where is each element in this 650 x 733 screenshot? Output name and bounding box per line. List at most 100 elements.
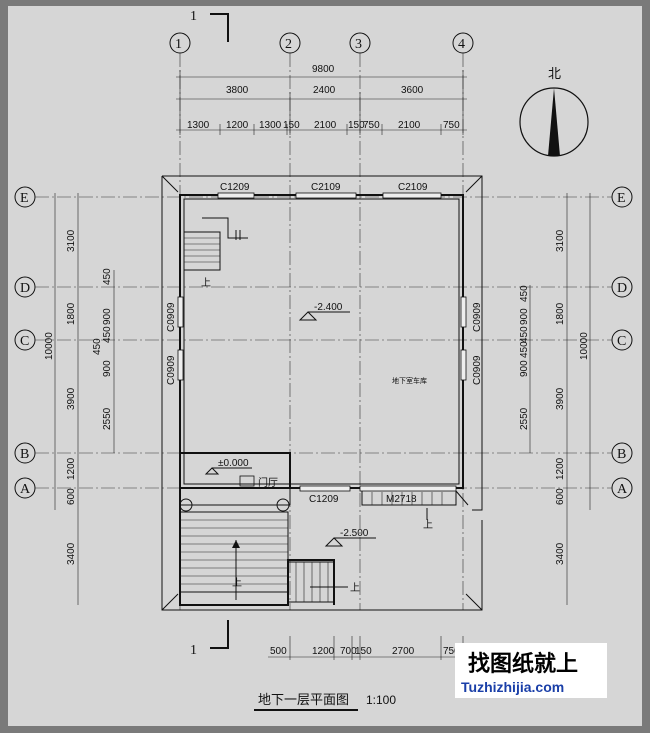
svg-text:A: A xyxy=(617,482,628,497)
section-mark-bottom: 1 xyxy=(190,643,197,658)
svg-text:750: 750 xyxy=(443,646,460,657)
svg-text:4: 4 xyxy=(458,37,465,52)
svg-text:450: 450 xyxy=(519,326,530,343)
svg-text:E: E xyxy=(20,191,29,206)
svg-text:500: 500 xyxy=(270,646,287,657)
svg-text:3400: 3400 xyxy=(66,542,77,565)
exterior-stair: 上 上 xyxy=(179,511,360,603)
svg-text:3100: 3100 xyxy=(66,229,77,252)
svg-text:750: 750 xyxy=(443,120,460,131)
svg-text:1300: 1300 xyxy=(187,120,210,131)
svg-text:2700: 2700 xyxy=(392,646,415,657)
site-logo: 找图纸就上 Tuzhizhijia.com xyxy=(455,643,607,698)
svg-text:9800: 9800 xyxy=(312,64,335,75)
window-top-2: C2109 xyxy=(295,182,357,199)
svg-text:450: 450 xyxy=(92,338,103,355)
svg-text:D: D xyxy=(20,281,30,296)
svg-text:2: 2 xyxy=(285,37,292,52)
svg-text:1:100: 1:100 xyxy=(366,693,396,707)
svg-text:1: 1 xyxy=(175,37,182,52)
svg-text:3800: 3800 xyxy=(226,85,249,96)
svg-text:1200: 1200 xyxy=(66,457,77,480)
svg-text:-2.500: -2.500 xyxy=(340,528,369,539)
svg-text:2550: 2550 xyxy=(102,407,113,430)
left-dimensions: 10000 3100 1800 3900 1200 600 3400 450 9… xyxy=(44,193,115,605)
svg-text:1200: 1200 xyxy=(226,120,249,131)
svg-text:北: 北 xyxy=(548,67,561,82)
svg-text:上: 上 xyxy=(201,277,211,289)
section-mark-bottom-line xyxy=(210,620,229,649)
svg-text:700: 700 xyxy=(340,646,357,657)
svg-text:2100: 2100 xyxy=(398,120,421,131)
svg-text:900: 900 xyxy=(519,360,530,377)
svg-text:900: 900 xyxy=(102,360,113,377)
top-dimensions: 9800 3800 2400 3600 1300 1200 1300 150 2… xyxy=(176,64,467,135)
svg-text:D: D xyxy=(617,281,627,296)
interior-stair: 上 xyxy=(184,217,248,289)
level-garage: -2.400 xyxy=(298,302,350,321)
svg-text:E: E xyxy=(617,191,626,206)
window-right-1: C0909 xyxy=(460,296,483,332)
right-dimensions: 10000 3100 1800 3900 1200 600 3400 450 9… xyxy=(519,193,591,605)
svg-text:3100: 3100 xyxy=(555,229,566,252)
svg-text:C0909: C0909 xyxy=(166,355,177,385)
window-bottom: C1209 xyxy=(299,485,351,505)
garage-door: M2718 上 xyxy=(359,485,469,531)
svg-text:C2109: C2109 xyxy=(311,182,341,193)
svg-text:2400: 2400 xyxy=(313,85,336,96)
svg-text:10000: 10000 xyxy=(579,332,590,360)
svg-text:1800: 1800 xyxy=(555,302,566,325)
svg-text:450: 450 xyxy=(519,341,530,358)
section-mark-top-line xyxy=(210,13,229,42)
window-top-3: C2109 xyxy=(382,182,442,199)
window-left-1: C0909 xyxy=(166,296,184,332)
svg-text:上: 上 xyxy=(423,519,433,531)
svg-text:-2.400: -2.400 xyxy=(314,302,343,313)
svg-text:10000: 10000 xyxy=(44,332,55,360)
window-right-2: C0909 xyxy=(460,349,483,385)
svg-text:450: 450 xyxy=(102,326,113,343)
svg-text:M2718: M2718 xyxy=(386,494,417,505)
svg-text:1300: 1300 xyxy=(259,120,282,131)
svg-text:C: C xyxy=(20,334,29,349)
svg-text:±0.000: ±0.000 xyxy=(218,458,249,469)
svg-text:900: 900 xyxy=(102,308,113,325)
svg-text:3600: 3600 xyxy=(401,85,424,96)
entry-area: ±0.000 门厅 xyxy=(179,458,290,512)
drawing-title: 地下一层平面图 1:100 xyxy=(254,693,396,711)
svg-text:3900: 3900 xyxy=(555,387,566,410)
svg-text:3900: 3900 xyxy=(66,387,77,410)
svg-text:上: 上 xyxy=(350,582,360,594)
level-outside: -2.500 xyxy=(324,528,376,547)
svg-text:450: 450 xyxy=(519,285,530,302)
svg-text:B: B xyxy=(20,447,29,462)
window-left-2: C0909 xyxy=(166,349,184,385)
room-label-garage: 地下室车库 xyxy=(392,376,427,385)
svg-text:C1209: C1209 xyxy=(309,494,339,505)
svg-text:地下一层平面图: 地下一层平面图 xyxy=(258,693,349,708)
svg-text:Tuzhizhijia.com: Tuzhizhijia.com xyxy=(461,679,564,695)
svg-text:C0909: C0909 xyxy=(166,302,177,332)
drawing-sheet xyxy=(8,6,642,726)
svg-text:C: C xyxy=(617,334,626,349)
svg-text:1800: 1800 xyxy=(66,302,77,325)
svg-text:找图纸就上: 找图纸就上 xyxy=(468,651,578,677)
window-top-1: C1209 xyxy=(217,182,255,199)
svg-text:上: 上 xyxy=(232,577,242,589)
svg-text:750: 750 xyxy=(363,120,380,131)
svg-text:150: 150 xyxy=(355,646,372,657)
svg-text:3: 3 xyxy=(355,37,362,52)
svg-text:2550: 2550 xyxy=(519,407,530,430)
svg-text:C0909: C0909 xyxy=(472,355,483,385)
north-arrow: 北 xyxy=(519,67,589,157)
svg-text:900: 900 xyxy=(519,308,530,325)
svg-text:1200: 1200 xyxy=(312,646,335,657)
svg-text:C2109: C2109 xyxy=(398,182,428,193)
svg-text:3400: 3400 xyxy=(555,542,566,565)
svg-text:A: A xyxy=(20,482,31,497)
svg-text:2100: 2100 xyxy=(314,120,337,131)
svg-text:门厅: 门厅 xyxy=(258,476,278,489)
svg-text:1200: 1200 xyxy=(555,457,566,480)
section-mark-top: 1 xyxy=(190,9,197,24)
